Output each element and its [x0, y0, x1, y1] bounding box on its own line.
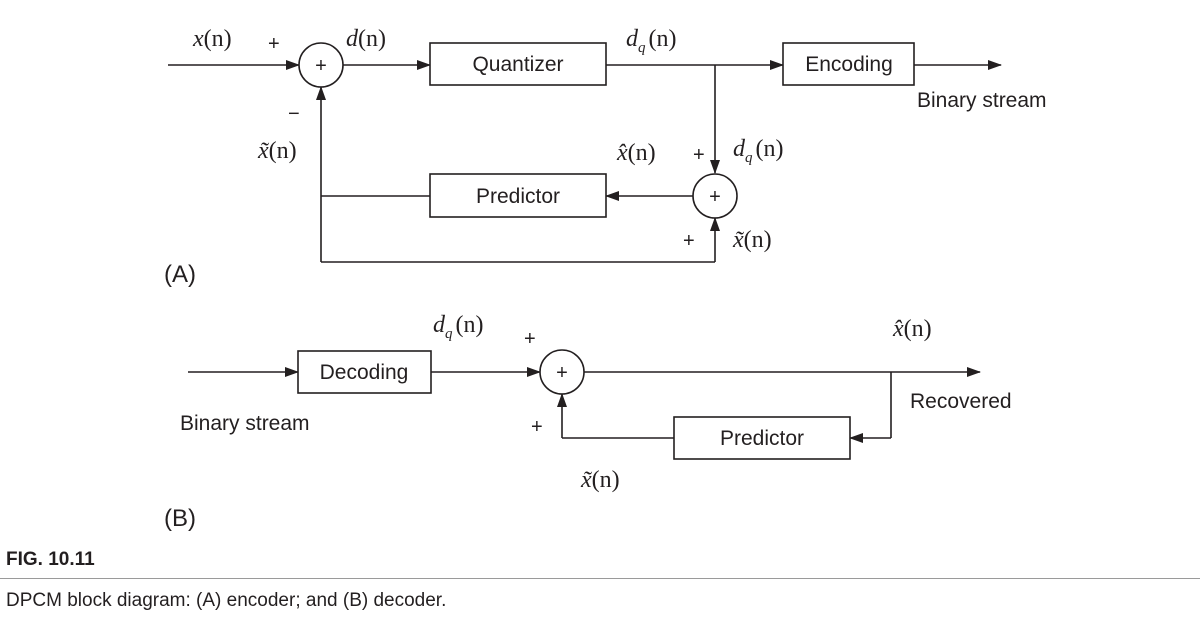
encoder-sum-minus-sign: −	[288, 103, 300, 125]
decoder-adder-plus-bottom: +	[531, 416, 543, 438]
encoder-recon-summing-glyph: +	[709, 186, 721, 208]
encoder-predictor-label: Predictor	[476, 185, 560, 208]
encoder-output-label: Binary stream	[917, 89, 1047, 112]
encoder-diagram: + Quantizer Encoding + Predictor x(n) + …	[164, 26, 1047, 288]
decoder-predicted-signal: x̃(n)	[580, 467, 620, 493]
decoder-output-label: Recovered	[910, 390, 1012, 413]
figure-caption: DPCM block diagram: (A) encoder; and (B)…	[6, 590, 447, 611]
encoder-part-label: (A)	[164, 261, 196, 288]
encoding-block	[782, 42, 915, 86]
encoder-branch-signal: dq(n)	[733, 136, 783, 166]
decoder-input-label: Binary stream	[180, 412, 310, 435]
encoder-adder-plus-bottom: +	[683, 230, 695, 252]
encoding-label: Encoding	[805, 53, 893, 76]
encoder-quantized-signal: dq(n)	[626, 26, 676, 56]
encoder-error-signal: d(n)	[346, 26, 386, 52]
quantizer-block	[429, 42, 607, 86]
figure-number: FIG. 10.11	[6, 549, 95, 570]
encoder-adder-predicted-signal: x̃(n)	[732, 227, 772, 253]
decoding-label: Decoding	[320, 361, 409, 384]
encoder-summing-glyph: +	[315, 55, 327, 77]
decoder-predictor-label: Predictor	[720, 427, 804, 450]
decoder-adder-plus-top: +	[524, 328, 536, 350]
encoder-reconstructed-signal: x̂(n)	[616, 140, 656, 166]
decoder-diagram: Decoding + Predictor Binary stream dq(n)…	[164, 312, 1012, 532]
encoder-adder-plus-top: +	[693, 144, 705, 166]
encoder-predictor-block	[429, 173, 607, 218]
quantizer-label: Quantizer	[472, 53, 563, 76]
caption-divider	[0, 578, 1200, 579]
decoder-part-label: (B)	[164, 505, 196, 532]
encoder-feedback-signal: x̃(n)	[257, 138, 297, 164]
decoder-summing-glyph: +	[556, 362, 568, 384]
decoder-output-signal: x̂(n)	[892, 316, 932, 342]
encoder-sum-plus-sign: +	[268, 33, 280, 55]
decoder-decoded-signal: dq(n)	[433, 312, 483, 342]
encoder-input-signal: x(n)	[192, 26, 232, 52]
